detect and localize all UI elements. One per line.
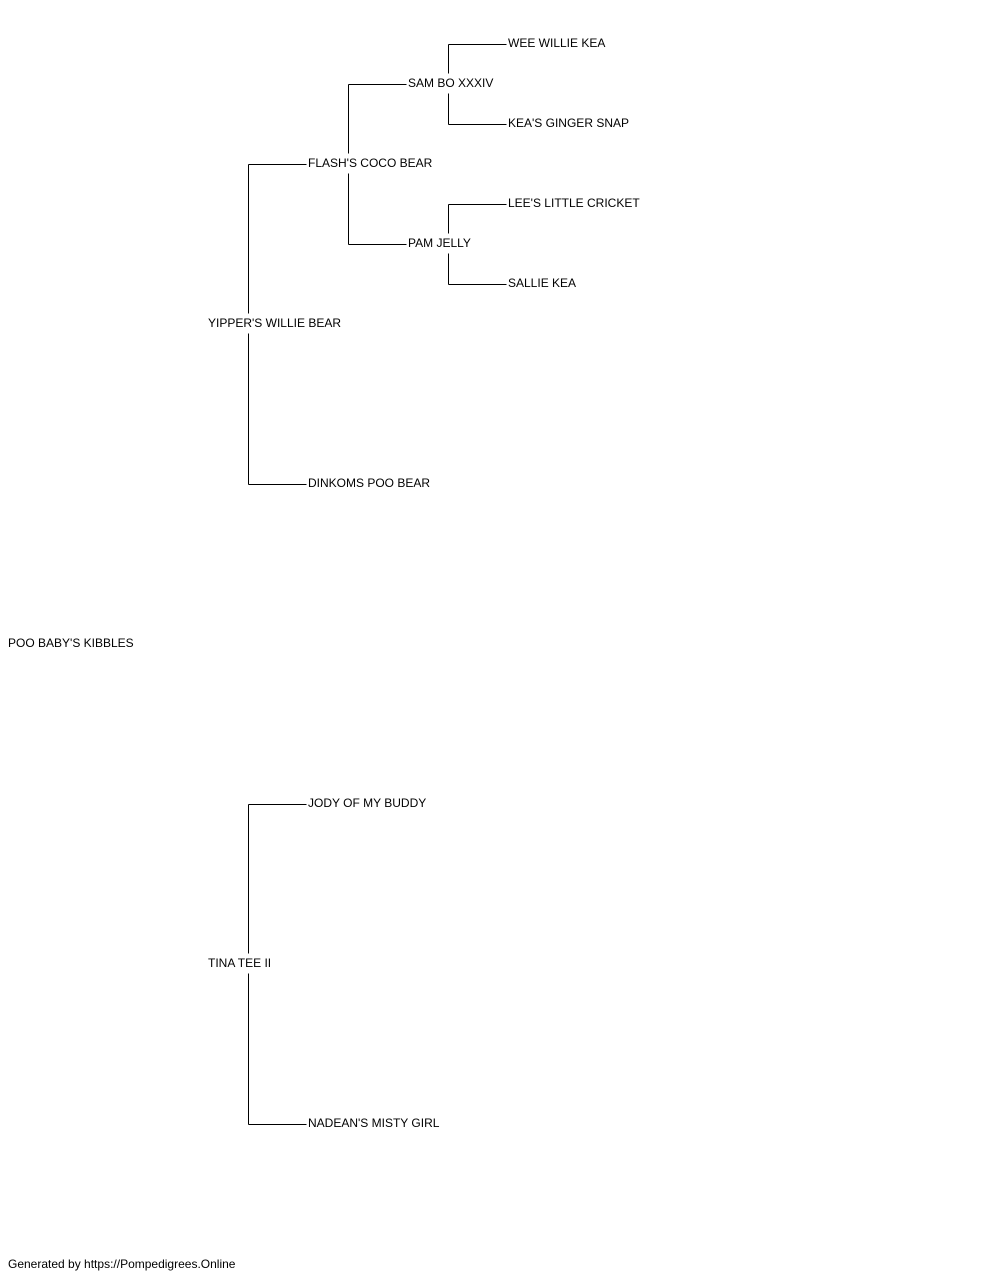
sire-sire-dam-dam-label: SALLIE KEA — [507, 276, 578, 290]
sire-sire-dam-label: PAM JELLY — [407, 236, 472, 250]
dam-dam-label: NADEAN'S MISTY GIRL — [307, 1116, 441, 1130]
sire-dam-label: DINKOMS POO BEAR — [307, 476, 432, 490]
footer-credit: Generated by https://Pompedigrees.Online — [8, 1257, 236, 1271]
sire-sire-sire-sire-label: WEE WILLIE KEA — [507, 36, 607, 50]
sire-sire-dam-sire-label: LEE'S LITTLE CRICKET — [507, 196, 641, 210]
sire-sire-sire-dam-label: KEA'S GINGER SNAP — [507, 116, 630, 130]
sire-sire-sire-label: SAM BO XXXIV — [407, 76, 495, 90]
sire-sire-label: FLASH'S COCO BEAR — [307, 156, 434, 170]
subject-label: POO BABY'S KIBBLES — [7, 636, 135, 650]
sire-label: YIPPER'S WILLIE BEAR — [207, 316, 343, 330]
dam-label: TINA TEE II — [207, 956, 273, 970]
dam-sire-label: JODY OF MY BUDDY — [307, 796, 428, 810]
